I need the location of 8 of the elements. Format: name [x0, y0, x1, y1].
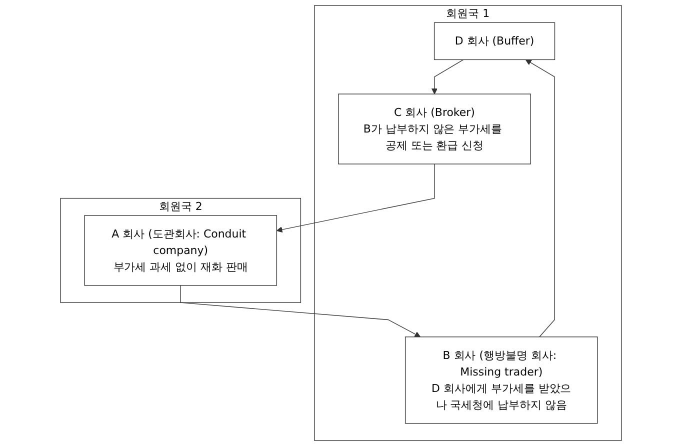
node-box: D 회사 (Buffer)	[434, 22, 556, 60]
node-box: B 회사 (행방불명 회사: Missing trader) D 회사에게 부가세를 받았으나 국세청에 납부하지 않음	[404, 336, 598, 424]
arrow	[180, 285, 421, 338]
arrow	[431, 59, 464, 94]
node-box: C 회사 (Broker) B가 납부하지 않은 부가세를 공제 또는 환급 신청	[338, 94, 531, 164]
arrow	[525, 59, 555, 338]
arrow	[276, 164, 435, 233]
node-box: A 회사 (도관회사: Conduit company) 부가세 과세 없이 재화 판매	[84, 215, 278, 286]
